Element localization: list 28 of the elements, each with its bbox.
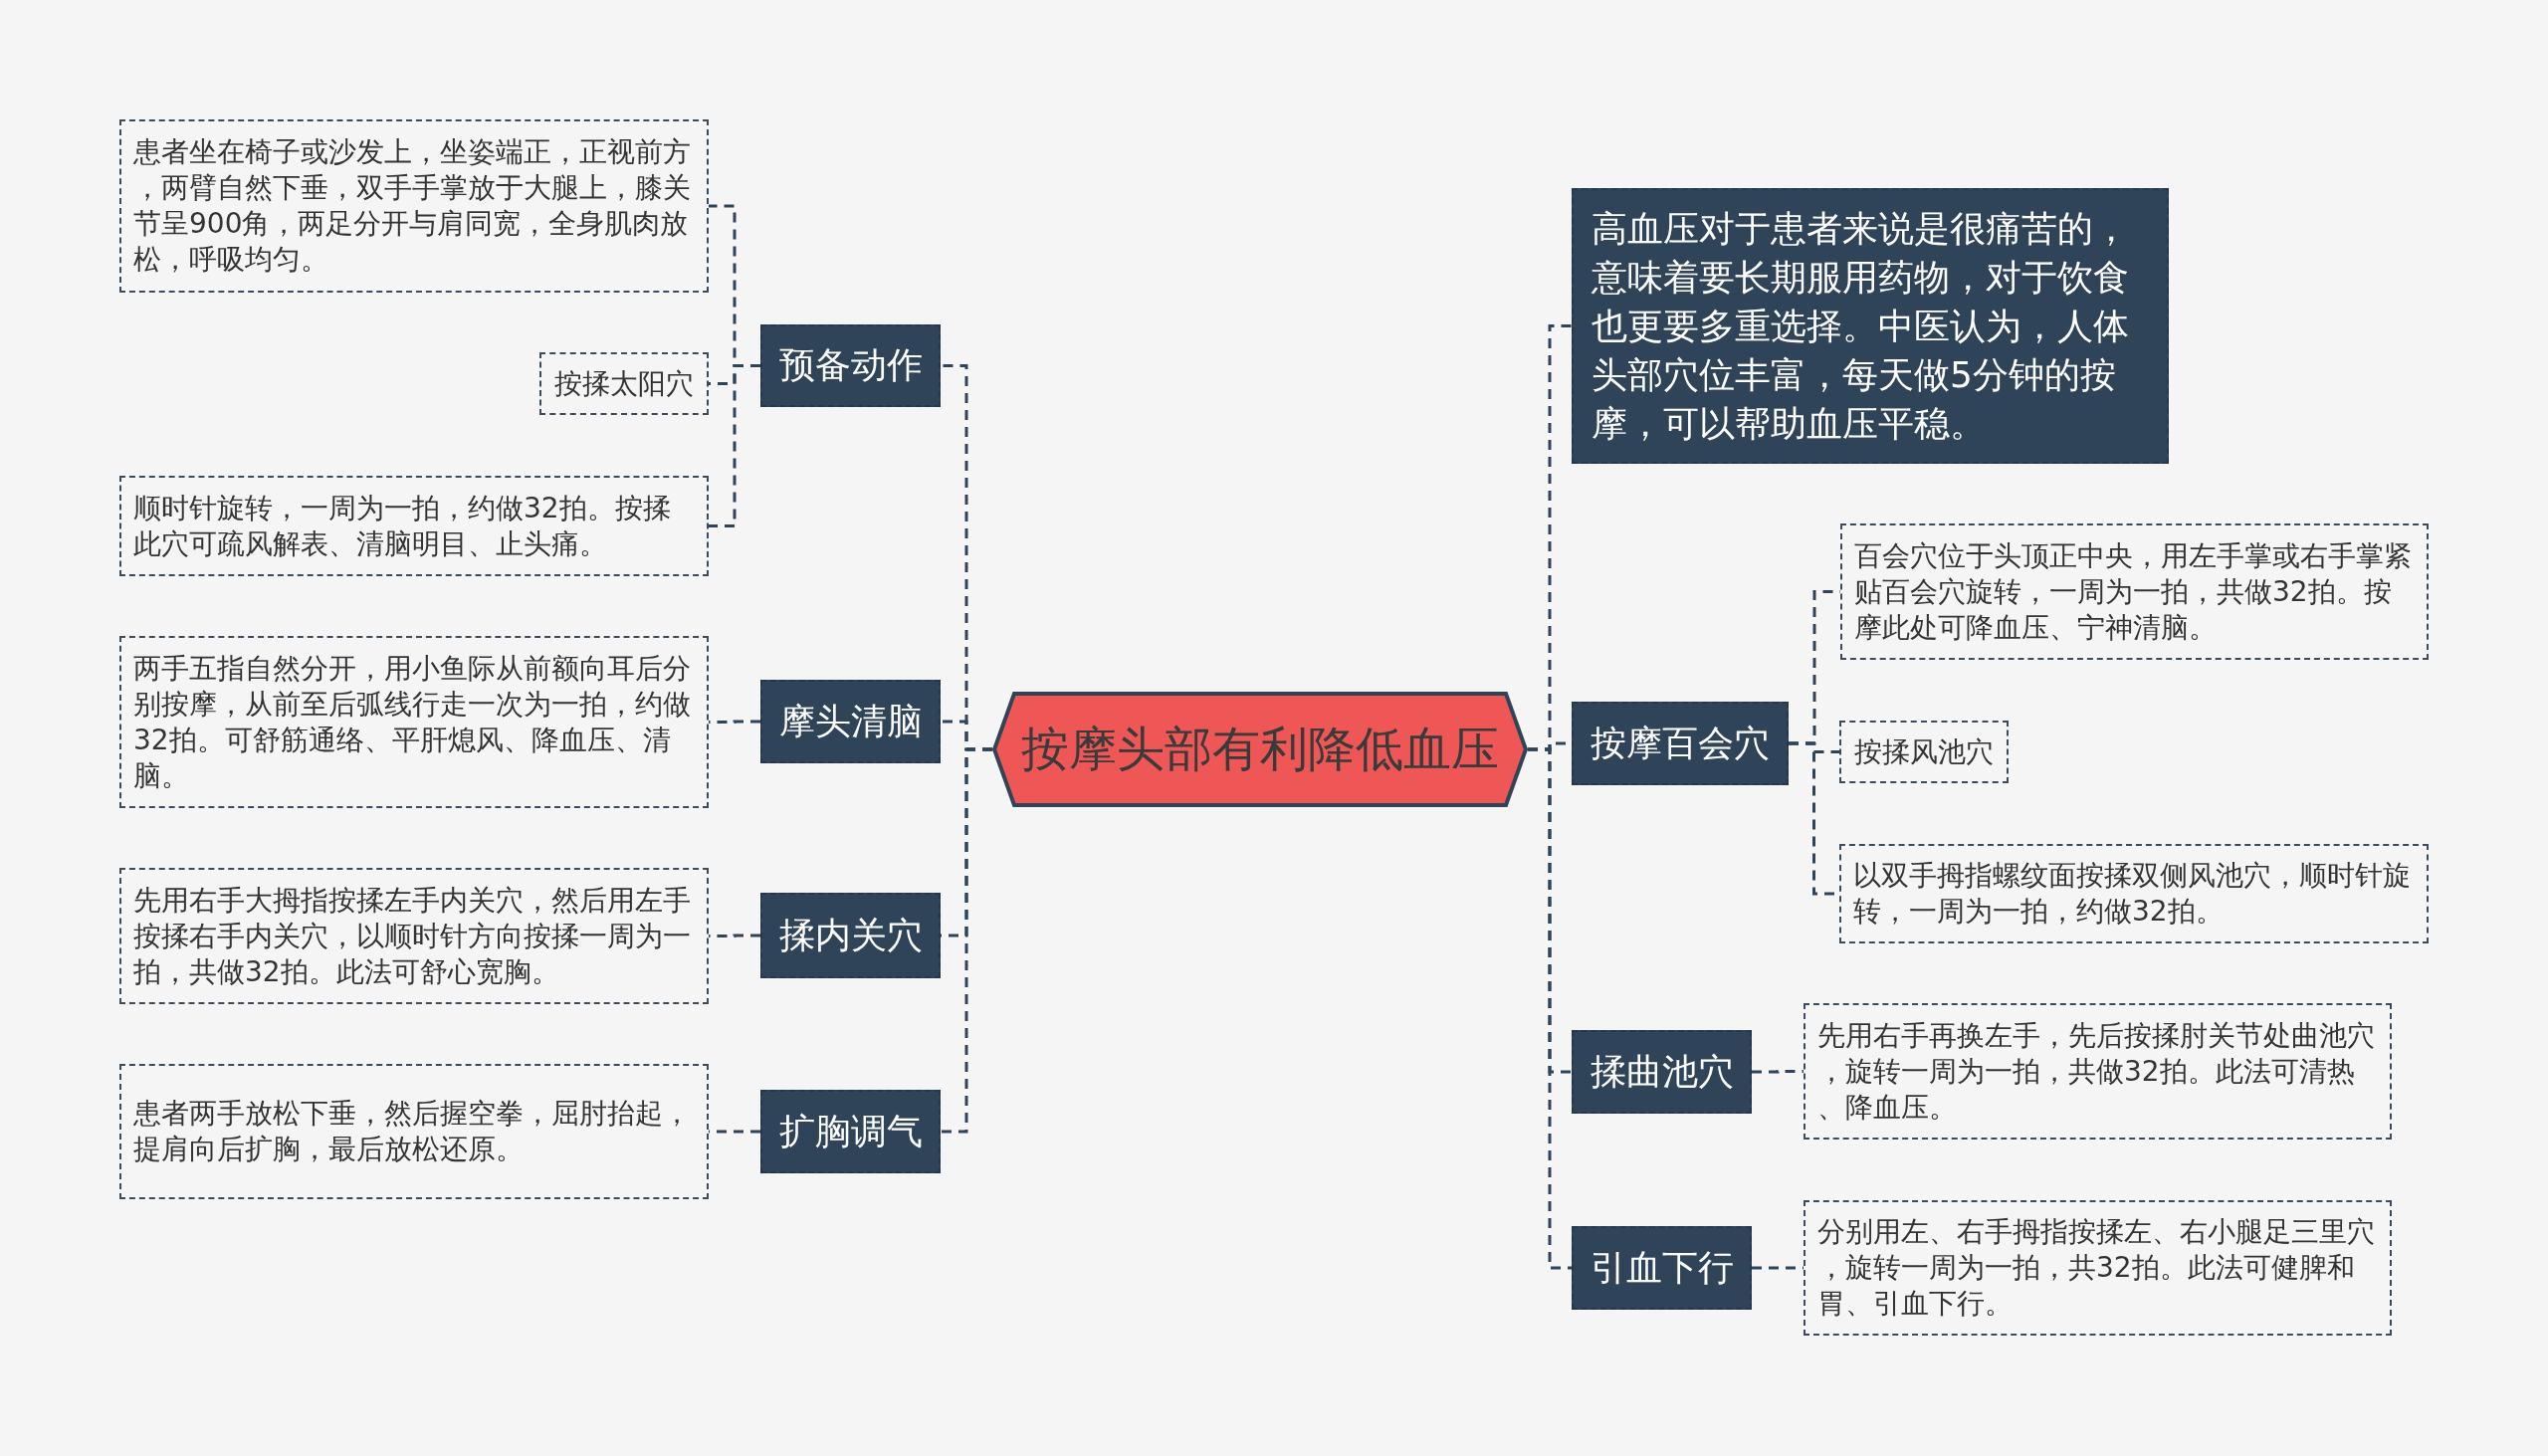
topic-box: 扩胸调气 — [760, 1090, 941, 1173]
note-box: 患者两手放松下垂，然后握空拳，屈肘抬起，提肩向后扩胸，最后放松还原。 — [119, 1064, 709, 1199]
connector-line — [709, 364, 760, 527]
connector-line — [1752, 1266, 1804, 1270]
connector-line — [1528, 747, 1572, 1270]
text-box: 高血压对于患者来说是很痛苦的，意味着要长期服用药物，对于饮食也更要多重选择。中医认为，人体头部穴位丰富，每天做5分钟的按摩，可以帮助血压平稳。 — [1572, 188, 2169, 464]
topic-box: 预备动作 — [760, 324, 941, 407]
note-box: 分别用左、右手拇指按揉左、右小腿足三里穴，旋转一周为一拍，共32拍。此法可健脾和胃、引血下行。 — [1804, 1200, 2392, 1336]
note-box: 按揉风池穴 — [1839, 721, 2009, 783]
connector-line — [709, 720, 760, 724]
note-box: 百会穴位于头顶正中央，用左手掌或右手掌紧贴百会穴旋转，一周为一拍，共做32拍。按摩此处可降血压、宁神清脑。 — [1840, 523, 2429, 660]
topic-box: 揉内关穴 — [760, 893, 941, 978]
note-box: 先用右手大拇指按揉左手内关穴，然后用左手按揉右手内关穴，以顺时针方向按揉一周为一拍，共做32拍。此法可舒心宽胸。 — [119, 868, 709, 1004]
topic-box: 引血下行 — [1572, 1226, 1752, 1310]
note-box: 以双手拇指螺纹面按揉双侧风池穴，顺时针旋转，一周为一拍，约做32拍。 — [1839, 844, 2429, 943]
topic-box: 揉曲池穴 — [1572, 1030, 1752, 1114]
connector-line — [709, 1130, 760, 1134]
note-box: 顺时针旋转，一周为一拍，约做32拍。按揉此穴可疏风解表、清脑明目、止头痛。 — [119, 476, 709, 576]
note-box: 患者坐在椅子或沙发上，坐姿端正，正视前方，两臂自然下垂，双手手掌放于大腿上，膝关节呈900角，两足分开与肩同宽，全身肌肉放松，呼吸均匀。 — [119, 119, 709, 293]
connector-line — [941, 747, 992, 1134]
connector-line — [709, 934, 760, 937]
connector-line — [1752, 1070, 1804, 1074]
topic-box: 摩头清脑 — [760, 680, 941, 763]
note-box: 先用右手再换左手，先后按揉肘关节处曲池穴，旋转一周为一拍，共做32拍。此法可清热、降血压。 — [1804, 1003, 2392, 1140]
note-box: 两手五指自然分开，用小鱼际从前额向耳后分别按摩，从前至后弧线行走一次为一拍，约做32拍。可舒筋通络、平肝熄风、降血压、清脑。 — [119, 636, 709, 808]
topic-box: 按摩百会穴 — [1572, 702, 1789, 785]
note-box: 按揉太阳穴 — [539, 352, 709, 415]
topic-hexagon: 按摩头部有利降低血压 — [992, 692, 1528, 807]
